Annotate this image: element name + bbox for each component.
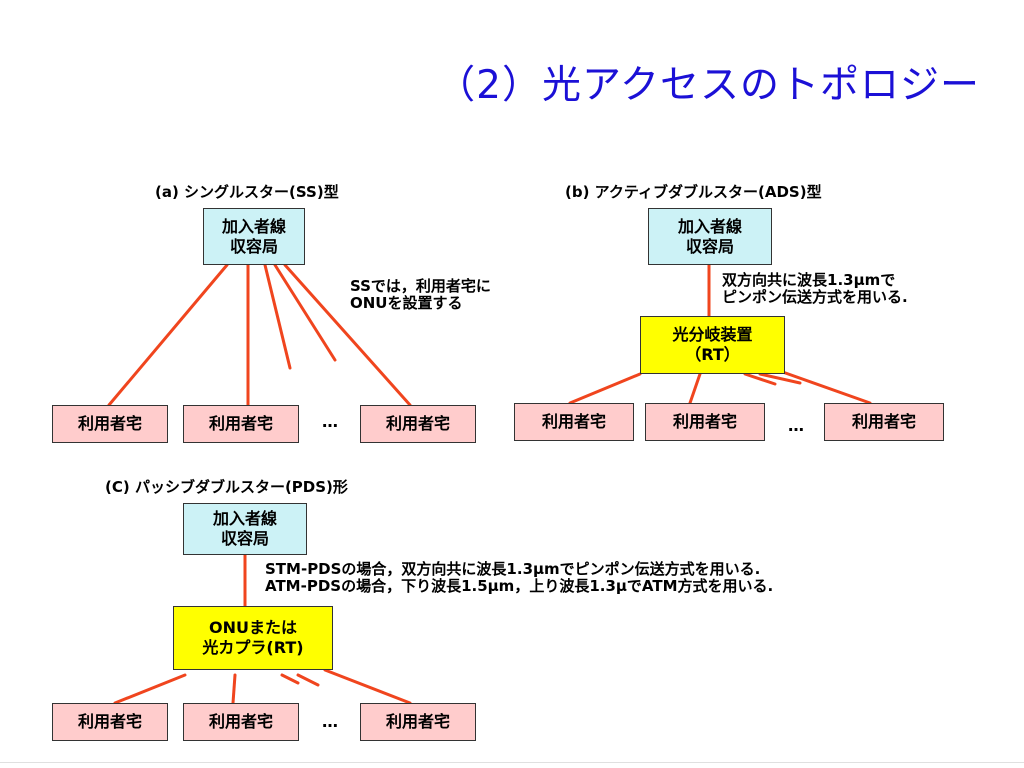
ss-central-office-line2: 収容局 xyxy=(229,236,278,256)
pds-note: STM-PDSの場合，双方向共に波長1.3μmでピンポン伝送方式を用いる. AT… xyxy=(265,561,773,595)
ads-drop-4 xyxy=(758,372,802,385)
ss-fiber-3 xyxy=(263,263,292,370)
ads-remote-terminal-line1: 光分岐装置 xyxy=(672,325,753,344)
ads-note-line1: 双方向共に波長1.3μmで xyxy=(722,271,896,289)
ss-fiber-4 xyxy=(273,263,337,362)
footer-divider xyxy=(0,762,1024,763)
ads-caption: (b) アクティブダブルスター(ADS)型 xyxy=(565,183,822,201)
pds-central-office-line1: 加入者線 xyxy=(212,509,277,528)
ss-note-line1: SSでは，利用者宅に xyxy=(350,277,491,295)
pds-central-office-line2: 収容局 xyxy=(220,529,269,548)
pds-onu-coupler-line2: 光カプラ(RT) xyxy=(202,638,304,657)
ads-house-3: 利用者宅 xyxy=(824,403,944,441)
ads-note: 双方向共に波長1.3μmで ピンポン伝送方式を用いる. xyxy=(722,272,908,306)
ss-house-2: 利用者宅 xyxy=(183,405,299,443)
ads-central-office-line2: 収容局 xyxy=(685,236,734,256)
pds-caption: (C) パッシブダブルスター(PDS)形 xyxy=(105,478,348,496)
ads-drop-2 xyxy=(688,372,702,405)
ss-central-office-line1: 加入者線 xyxy=(221,216,286,236)
ss-fiber-1 xyxy=(107,263,229,407)
pds-house-2: 利用者宅 xyxy=(183,703,299,741)
ads-drop-5 xyxy=(775,368,872,405)
pds-note-line2: ATM-PDSの場合，下り波長1.5μm，上り波長1.3μでATM方式を用いる. xyxy=(265,577,774,595)
ads-house-2: 利用者宅 xyxy=(645,403,765,441)
pds-note-line1: STM-PDSの場合，双方向共に波長1.3μmでピンポン伝送方式を用いる. xyxy=(265,560,761,578)
pds-onu-coupler-line1: ONUまたは xyxy=(209,618,297,637)
ss-ellipsis: … xyxy=(322,412,338,431)
pds-central-office: 加入者線 収容局 xyxy=(183,503,307,555)
ads-central-office: 加入者線 収容局 xyxy=(648,208,772,265)
ss-caption: (a) シングルスター(SS)型 xyxy=(155,183,339,201)
pds-drop-2 xyxy=(231,673,237,705)
ads-remote-terminal-line2: （RT） xyxy=(685,345,740,364)
ss-note: SSでは，利用者宅に ONUを設置する xyxy=(350,278,491,312)
page-title: （2）光アクセスのトポロジー xyxy=(436,63,980,108)
pds-house-1: 利用者宅 xyxy=(52,703,168,741)
ss-fiber-5 xyxy=(283,263,412,407)
ads-note-line2: ピンポン伝送方式を用いる. xyxy=(722,288,908,306)
ss-central-office: 加入者線 収容局 xyxy=(203,208,305,265)
ads-remote-terminal: 光分岐装置 （RT） xyxy=(640,316,785,374)
pds-drop-1 xyxy=(113,673,187,705)
pds-drop-4 xyxy=(296,673,320,687)
ss-note-line2: ONUを設置する xyxy=(350,294,463,312)
ads-house-1: 利用者宅 xyxy=(514,403,634,441)
ads-drop-3 xyxy=(743,372,777,386)
pds-drop-3 xyxy=(280,673,300,685)
pds-house-3: 利用者宅 xyxy=(360,703,476,741)
ss-house-3: 利用者宅 xyxy=(360,405,476,443)
pds-drop-5 xyxy=(323,668,412,705)
ads-central-office-line1: 加入者線 xyxy=(677,216,742,236)
ads-ellipsis: … xyxy=(788,416,804,435)
ads-drop-1 xyxy=(568,372,642,405)
ss-house-1: 利用者宅 xyxy=(52,405,168,443)
pds-onu-coupler: ONUまたは 光カプラ(RT) xyxy=(173,606,333,670)
pds-ellipsis: … xyxy=(322,712,338,731)
